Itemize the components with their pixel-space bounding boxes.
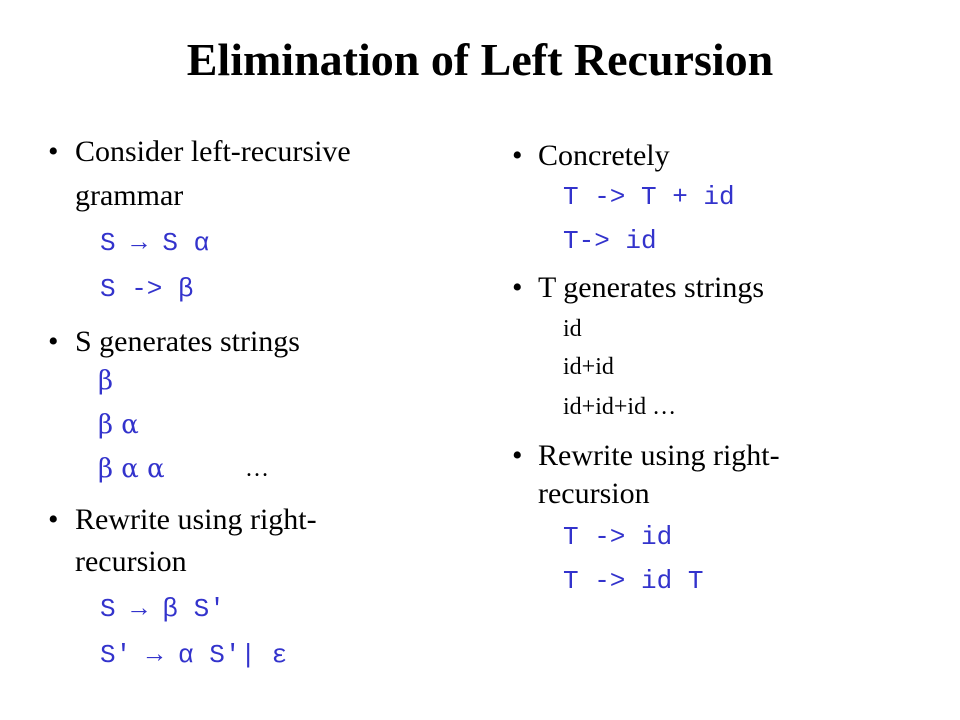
grammar-rule-1: S → S α [100, 228, 210, 258]
t-string-3: id+id+id … [563, 394, 677, 420]
concrete-rule-1: T -> T + id [563, 182, 735, 212]
left-bullet-consider: Consider left-recursive [75, 135, 351, 168]
right-bullet-rewrite-cont: recursion [538, 477, 650, 510]
right-bullet-rewrite: Rewrite using right- [538, 439, 780, 472]
string-ellipsis: … [245, 456, 269, 482]
bullet-dot: • [48, 135, 59, 168]
right-bullet-concretely: Concretely [538, 139, 670, 172]
bullet-dot: • [512, 271, 523, 304]
string-3: β α α [98, 454, 165, 484]
right-rewrite-rule-1: T -> id [563, 522, 673, 552]
concrete-rule-2: T-> id [563, 226, 657, 256]
grammar-rule-2: S -> β [100, 274, 194, 304]
rewrite-rule-1: S → β S′ [100, 594, 225, 624]
string-1: β [98, 366, 114, 396]
bullet-dot: • [48, 503, 59, 536]
left-bullet-rewrite-cont: recursion [75, 545, 187, 578]
rewrite-rule-2: S′ → α S′| ε [100, 640, 288, 670]
t-string-1: id [563, 316, 582, 342]
slide-title: Elimination of Left Recursion [186, 34, 774, 85]
bullet-dot: • [512, 439, 523, 472]
left-bullet-consider-cont: grammar [75, 179, 184, 212]
string-2: β α [98, 410, 139, 440]
t-string-2: id+id [563, 354, 614, 380]
bullet-dot: • [48, 325, 59, 358]
right-rewrite-rule-2: T -> id T [563, 566, 704, 596]
left-bullet-rewrite: Rewrite using right- [75, 503, 317, 536]
bullet-dot: • [512, 139, 523, 172]
right-bullet-generates: T generates strings [538, 271, 765, 304]
left-bullet-generates: S generates strings [75, 325, 300, 358]
